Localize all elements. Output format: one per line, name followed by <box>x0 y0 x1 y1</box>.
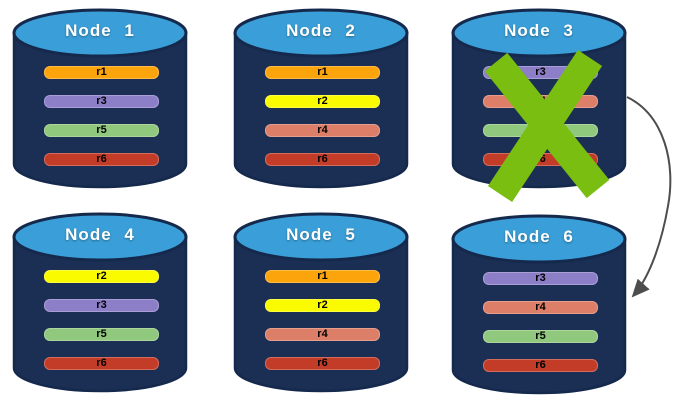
node-title: Node 6 <box>504 227 574 246</box>
replica-row-r6: r6 <box>483 359 598 372</box>
replica-row-r2: r2 <box>265 299 380 312</box>
node-4: Node 4 r2 r3 r5 r6 <box>11 212 189 398</box>
replica-row-r6: r6 <box>44 153 159 166</box>
replica-rows: r3 r4 r5 r6 <box>450 214 628 400</box>
replica-rows: r1 r3 r5 r6 <box>11 8 189 194</box>
replica-row-r2: r2 <box>44 270 159 283</box>
replica-row-r1: r1 <box>265 66 380 79</box>
replica-row-r4: r4 <box>265 124 380 137</box>
node-title: Node 1 <box>65 21 135 40</box>
replica-row-r6: r6 <box>265 357 380 370</box>
replica-row-r5: r5 <box>44 328 159 341</box>
replica-row-r5: r5 <box>44 124 159 137</box>
replica-row-r4: r4 <box>483 301 598 314</box>
replica-row-r1: r1 <box>44 66 159 79</box>
node-title: Node 4 <box>65 225 135 244</box>
replica-row-r4: r4 <box>265 328 380 341</box>
replica-row-r6: r6 <box>265 153 380 166</box>
node-title: Node 2 <box>286 21 356 40</box>
replica-rows: r1 r2 r4 r6 <box>232 8 410 194</box>
replica-row-r5: r5 <box>483 330 598 343</box>
node-5: Node 5 r1 r2 r4 r6 <box>232 212 410 398</box>
node-title: Node 5 <box>286 225 356 244</box>
node-title: Node 3 <box>504 21 574 40</box>
failure-x-icon <box>484 49 610 203</box>
replica-row-r1: r1 <box>265 270 380 283</box>
node-2: Node 2 r1 r2 r4 r6 <box>232 8 410 194</box>
replica-row-r6: r6 <box>44 357 159 370</box>
replica-row-r3: r3 <box>483 272 598 285</box>
replica-row-r2: r2 <box>265 95 380 108</box>
replica-row-r3: r3 <box>44 95 159 108</box>
node-1: Node 1 r1 r3 r5 r6 <box>11 8 189 194</box>
replica-rows: r1 r2 r4 r6 <box>232 212 410 398</box>
node-6: Node 6 r3 r4 r5 r6 <box>450 214 628 400</box>
replica-row-r3: r3 <box>44 299 159 312</box>
replica-rows: r2 r3 r5 r6 <box>11 212 189 398</box>
